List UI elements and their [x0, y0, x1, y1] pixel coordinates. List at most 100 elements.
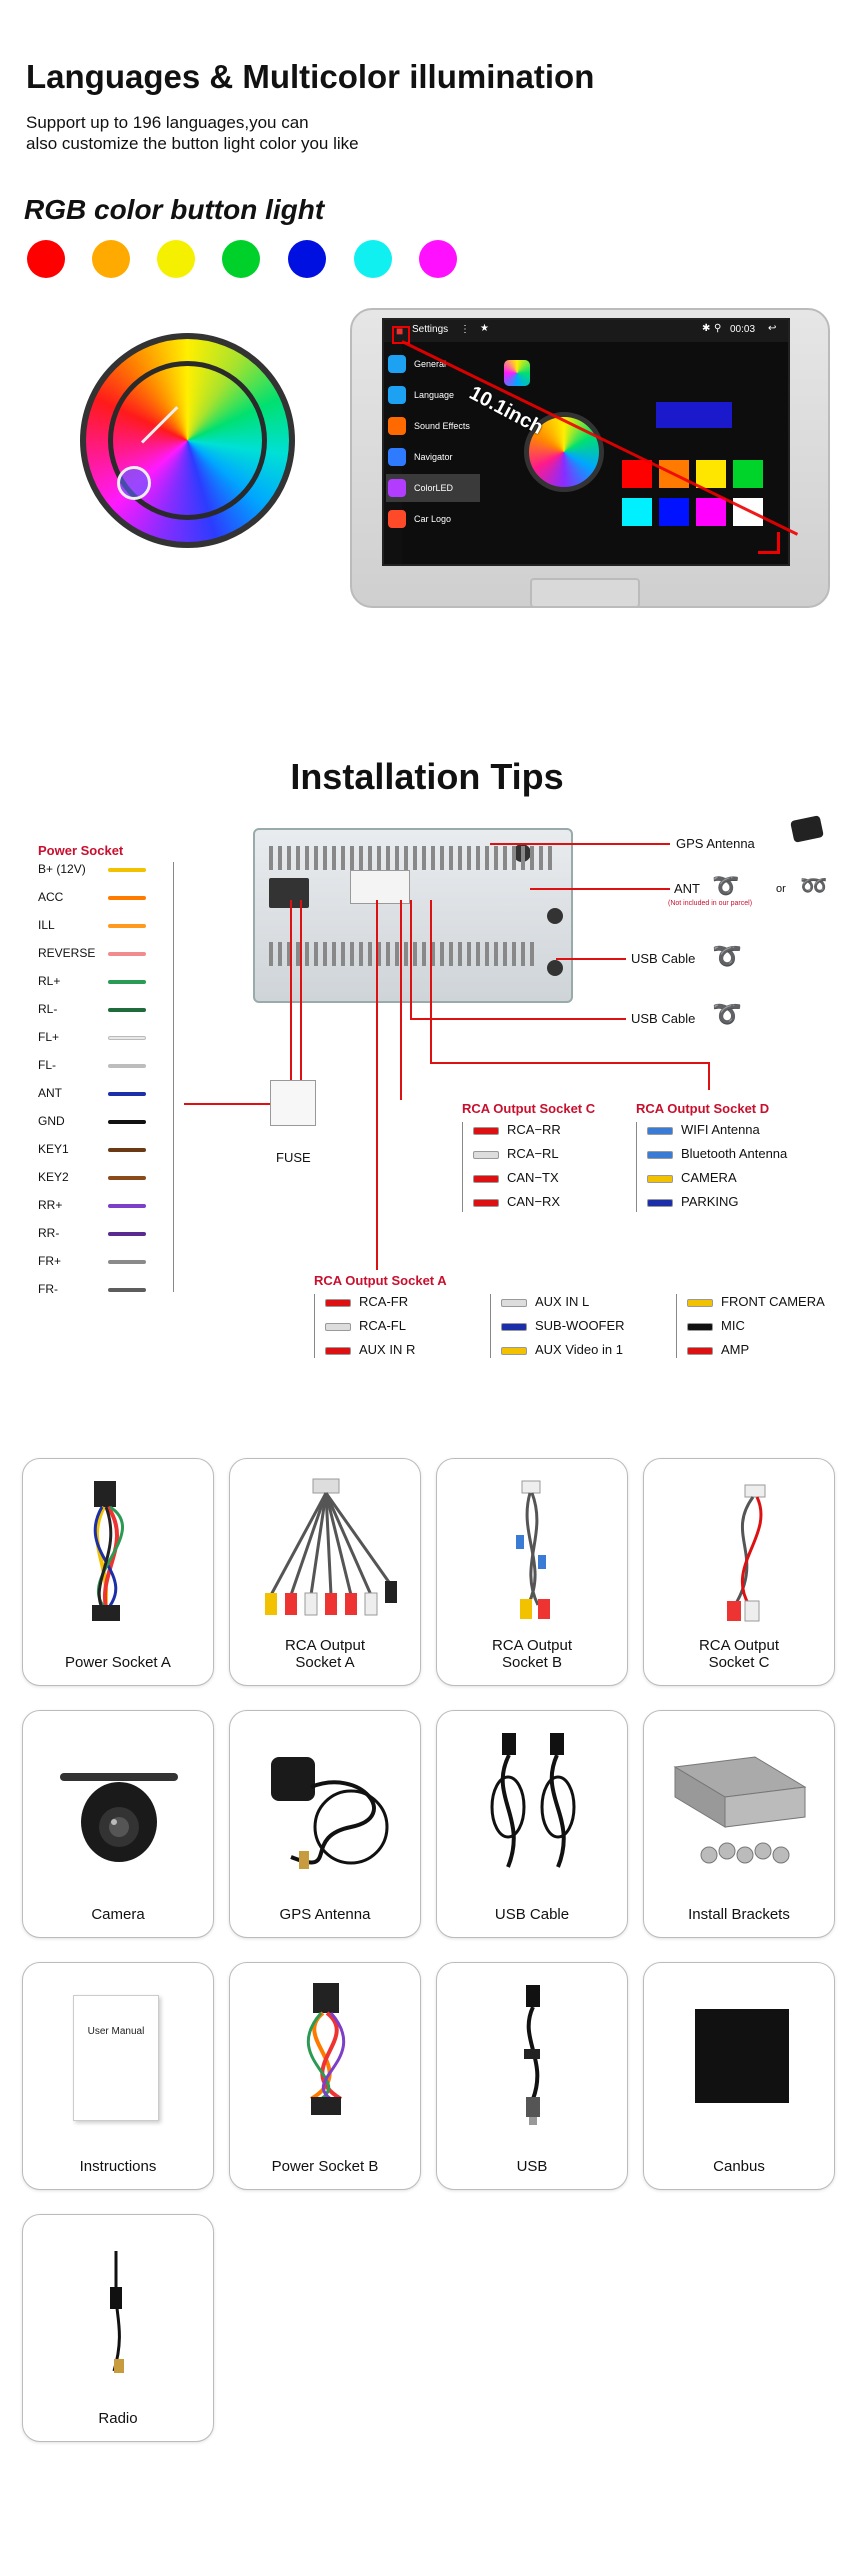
back-icon[interactable]: ■ [396, 324, 404, 338]
settings-menu-item[interactable]: Sound Effects [386, 412, 480, 440]
settings-menu-item[interactable]: General [386, 350, 480, 378]
location-icon: ⚲ [714, 323, 722, 334]
rca-output-label: CAN−TX [507, 1170, 559, 1185]
menu-item-icon [388, 479, 406, 497]
fuse-label: FUSE [276, 1150, 311, 1165]
accessory-card: Camera [22, 1710, 214, 1938]
palette-swatch[interactable] [696, 498, 726, 526]
rca-output-label: Bluetooth Antenna [681, 1146, 788, 1161]
rgb-color-dot[interactable] [157, 240, 195, 278]
vent-slot [332, 846, 336, 870]
rca-output-row: CAMERA [647, 1170, 737, 1188]
vent-slot [476, 846, 480, 870]
settings-menu-item[interactable]: Navigator [386, 443, 480, 471]
vent-slot [323, 846, 327, 870]
power-socket-label: FL- [38, 1058, 56, 1072]
line-socket-d-v [430, 900, 432, 1062]
menu-item-label: ColorLED [414, 483, 454, 493]
vent-slot [431, 942, 435, 966]
menu-item-label: Car Logo [414, 514, 452, 524]
settings-menu-item[interactable]: Car Logo [386, 505, 480, 533]
accessory-label: GPS Antenna [279, 1906, 371, 1923]
power-socket-bracket [168, 862, 174, 1292]
line-usb2 [410, 1018, 626, 1020]
accessory-label: USB [516, 2158, 548, 2175]
vent-slot [476, 942, 480, 966]
menu-item-icon [388, 448, 406, 466]
rca-socket-a-title: RCA Output Socket A [314, 1273, 447, 1288]
screen-color-wheel[interactable] [524, 412, 604, 492]
power-socket-label: RR+ [38, 1198, 63, 1212]
palette-swatch[interactable] [733, 460, 763, 488]
camera-icon [43, 1727, 195, 1877]
power-socket-row: B+ (12V) [38, 862, 178, 878]
rca-plug-icon [687, 1346, 713, 1355]
vent-slot [377, 942, 381, 966]
accessory-label: USB Cable [494, 1906, 570, 1923]
wire-color-swatch [108, 1120, 146, 1124]
line-fuse-1 [290, 900, 292, 1080]
power-socket-row: RL- [38, 1002, 178, 1018]
power-socket-label: KEY1 [38, 1142, 69, 1156]
palette-swatch[interactable] [622, 498, 652, 526]
power-socket-label: KEY2 [38, 1170, 69, 1184]
rca-output-row: SUB-WOOFER [501, 1318, 625, 1336]
rca-plug-icon [501, 1346, 527, 1355]
rgb-color-dot[interactable] [354, 240, 392, 278]
accessory-label: Radio [98, 2410, 138, 2427]
vent-slot [449, 942, 453, 966]
menu-item-label: Sound Effects [414, 421, 470, 431]
accessory-card: Canbus [643, 1962, 835, 2190]
fuse-box [270, 1080, 316, 1126]
vent-slot [323, 942, 327, 966]
corner-marker-bottom [758, 532, 780, 554]
settings-menu-item[interactable]: ColorLED [386, 474, 480, 502]
vent-slot [431, 846, 435, 870]
rca-plug-icon [473, 1198, 499, 1207]
accessory-label: Instructions [79, 2158, 157, 2175]
rca-plug-icon [647, 1126, 673, 1135]
power-socket-row: FL+ [38, 1030, 178, 1046]
palette-swatch[interactable] [659, 498, 689, 526]
power-socket-label: RL- [38, 1002, 58, 1016]
vent-slot [287, 846, 291, 870]
ant-port [547, 908, 563, 924]
wire-color-swatch [108, 1260, 146, 1264]
accessory-card: RCA Output Socket B [436, 1458, 628, 1686]
power-socket-row: FR+ [38, 1254, 178, 1270]
accessory-card: RCA Output Socket C [643, 1458, 835, 1686]
accessory-card: USB [436, 1962, 628, 2190]
manual-icon: User Manual [43, 1979, 195, 2129]
return-icon[interactable]: ↩ [768, 323, 777, 334]
vent-slot [368, 942, 372, 966]
accessory-card: USB Cable [436, 1710, 628, 1938]
vent-slot [314, 846, 318, 870]
ant-label: ANT [674, 881, 700, 896]
vent-slot [548, 846, 552, 870]
vent-slot [413, 846, 417, 870]
rgb-color-dot[interactable] [419, 240, 457, 278]
menu-item-icon [388, 355, 406, 373]
vent-slot [503, 942, 507, 966]
wire-color-swatch [108, 1008, 146, 1012]
wire-color-swatch [108, 868, 146, 872]
rca-plug-icon [473, 1174, 499, 1183]
line-fuse-to-socket [184, 1103, 270, 1105]
line-socket-a-v [376, 900, 378, 1270]
more-icon[interactable]: ⋮ [460, 324, 470, 335]
palette-swatch[interactable] [696, 460, 726, 488]
menu-item-icon [388, 417, 406, 435]
status-app-title: Settings [412, 324, 449, 335]
vent-slot [395, 942, 399, 966]
menu-item-label: Language [414, 390, 455, 400]
rgb-color-dot[interactable] [222, 240, 260, 278]
rgb-color-dot[interactable] [27, 240, 65, 278]
settings-menu-item[interactable]: Language [386, 381, 480, 409]
rgb-color-dot[interactable] [92, 240, 130, 278]
vent-slot [512, 942, 516, 966]
vent-slot [539, 846, 543, 870]
palette-swatch[interactable] [622, 460, 652, 488]
rgb-color-dot[interactable] [288, 240, 326, 278]
